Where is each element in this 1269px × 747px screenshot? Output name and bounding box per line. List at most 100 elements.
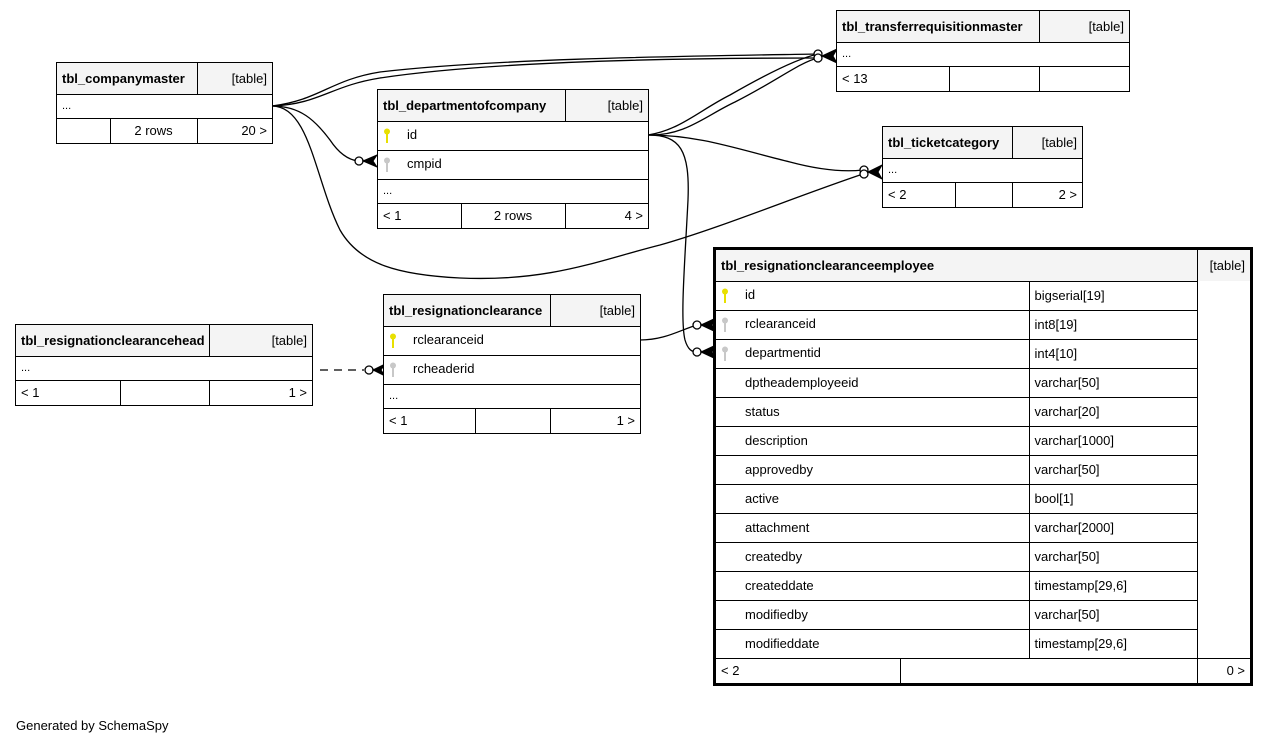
column-row[interactable]: cmpid bbox=[378, 149, 648, 180]
table-name[interactable]: tbl_resignationclearanceemployee bbox=[716, 250, 1198, 281]
more-columns: ... bbox=[883, 157, 1082, 183]
table-kind: [table] bbox=[1038, 11, 1129, 43]
more-columns: ... bbox=[384, 383, 640, 409]
relationship-line bbox=[647, 134, 698, 353]
row-count bbox=[119, 379, 210, 405]
table-name[interactable]: tbl_ticketcategory bbox=[883, 127, 1013, 159]
column-name-cell[interactable]: description bbox=[716, 425, 1030, 456]
children-count: 1 > bbox=[549, 407, 640, 433]
zero-many-marker bbox=[813, 53, 823, 63]
column-type: varchar[50] bbox=[1028, 454, 1198, 485]
parents-count bbox=[57, 117, 111, 143]
column-name-cell[interactable]: createdby bbox=[716, 541, 1030, 572]
column-extra bbox=[1196, 455, 1250, 484]
column-extra bbox=[1196, 397, 1250, 426]
column-name-cell[interactable]: rclearanceid bbox=[716, 309, 1030, 340]
column-name: rclearanceid bbox=[413, 332, 484, 348]
more-columns: ... bbox=[378, 178, 648, 204]
row-count bbox=[474, 407, 551, 433]
row-count bbox=[948, 65, 1040, 91]
column-row[interactable]: status varchar[20] bbox=[716, 396, 1250, 427]
zero-many-marker bbox=[692, 347, 702, 357]
foreign-key-icon bbox=[721, 317, 731, 333]
column-extra bbox=[1196, 426, 1250, 455]
column-name-cell[interactable]: createddate bbox=[716, 570, 1030, 601]
table-transferrequisitionmaster[interactable]: tbl_transferrequisitionmaster [table] ..… bbox=[836, 10, 1130, 92]
column-name-cell[interactable]: approvedby bbox=[716, 454, 1030, 485]
column-type: varchar[50] bbox=[1028, 599, 1198, 630]
primary-key-icon bbox=[383, 128, 393, 144]
column-name-cell[interactable]: modifiedby bbox=[716, 599, 1030, 630]
column-extra bbox=[1196, 484, 1250, 513]
column-extra bbox=[1196, 339, 1250, 368]
table-departmentofcompany[interactable]: tbl_departmentofcompany [table] id cmpid… bbox=[377, 89, 649, 229]
table-kind: [table] bbox=[196, 63, 272, 95]
column-type: varchar[20] bbox=[1028, 396, 1198, 427]
table-ticketcategory[interactable]: tbl_ticketcategory [table] ... < 2 2 > bbox=[882, 126, 1083, 208]
column-row[interactable]: id bbox=[378, 120, 648, 151]
generated-by-label: Generated by SchemaSpy bbox=[16, 718, 169, 733]
children-count: 20 > bbox=[196, 117, 272, 143]
column-row[interactable]: id bigserial[19] bbox=[716, 280, 1250, 311]
column-type: varchar[2000] bbox=[1028, 512, 1198, 543]
column-type: bigserial[19] bbox=[1028, 280, 1198, 311]
primary-key-icon bbox=[389, 333, 399, 349]
table-name[interactable]: tbl_resignationclearance bbox=[384, 295, 551, 327]
table-resignationclearanceemployee[interactable]: tbl_resignationclearanceemployee [table]… bbox=[713, 247, 1253, 686]
column-name-cell[interactable]: departmentid bbox=[716, 338, 1030, 369]
table-resignationclearance[interactable]: tbl_resignationclearance [table] rcleara… bbox=[383, 294, 641, 434]
column-name: status bbox=[745, 404, 780, 419]
row-count bbox=[899, 657, 1198, 683]
column-name-cell[interactable]: dptheademployeeid bbox=[716, 367, 1030, 398]
more-columns: ... bbox=[837, 41, 1129, 67]
column-name: modifiedby bbox=[745, 607, 808, 622]
relationship-line bbox=[647, 57, 819, 136]
column-name: modifieddate bbox=[745, 636, 820, 651]
column-row[interactable]: rcheaderid bbox=[384, 354, 640, 385]
table-name[interactable]: tbl_transferrequisitionmaster bbox=[837, 11, 1040, 43]
table-resignationclearancehead[interactable]: tbl_resignationclearancehead [table] ...… bbox=[15, 324, 313, 406]
relationship-line bbox=[647, 53, 819, 136]
column-name: id bbox=[745, 287, 756, 303]
table-kind: [table] bbox=[549, 295, 640, 327]
column-name: cmpid bbox=[407, 156, 442, 172]
zero-many-marker bbox=[354, 156, 364, 166]
parents-count: < 1 bbox=[378, 202, 462, 228]
column-type: int8[19] bbox=[1028, 309, 1198, 340]
column-name-cell[interactable]: attachment bbox=[716, 512, 1030, 543]
column-row[interactable]: modifiedby varchar[50] bbox=[716, 599, 1250, 630]
table-name[interactable]: tbl_resignationclearancehead bbox=[16, 325, 210, 357]
parents-count: < 1 bbox=[384, 407, 476, 433]
column-name-cell[interactable]: id bbox=[716, 280, 1030, 311]
table-kind: [table] bbox=[1196, 250, 1250, 281]
column-name-cell[interactable]: status bbox=[716, 396, 1030, 427]
parents-count: < 13 bbox=[837, 65, 950, 91]
table-kind: [table] bbox=[1011, 127, 1082, 159]
column-type: varchar[1000] bbox=[1028, 425, 1198, 456]
column-name: approvedby bbox=[745, 462, 813, 477]
zero-many-marker bbox=[692, 320, 702, 330]
column-extra bbox=[1196, 629, 1250, 658]
column-name-cell[interactable]: active bbox=[716, 483, 1030, 514]
crowfoot-marker bbox=[361, 153, 379, 169]
children-count: 4 > bbox=[564, 202, 648, 228]
column-name-cell[interactable]: modifieddate bbox=[716, 628, 1030, 659]
relationship-line bbox=[271, 105, 359, 162]
column-type: bool[1] bbox=[1028, 483, 1198, 514]
parents-count: < 1 bbox=[16, 379, 121, 405]
column-name: createddate bbox=[745, 578, 814, 593]
column-row[interactable]: approvedby varchar[50] bbox=[716, 454, 1250, 485]
table-name[interactable]: tbl_departmentofcompany bbox=[378, 90, 566, 122]
table-companymaster[interactable]: tbl_companymaster [table] ... 2 rows 20 … bbox=[56, 62, 273, 144]
table-name[interactable]: tbl_companymaster bbox=[57, 63, 198, 95]
column-row[interactable]: rclearanceid bbox=[384, 325, 640, 356]
